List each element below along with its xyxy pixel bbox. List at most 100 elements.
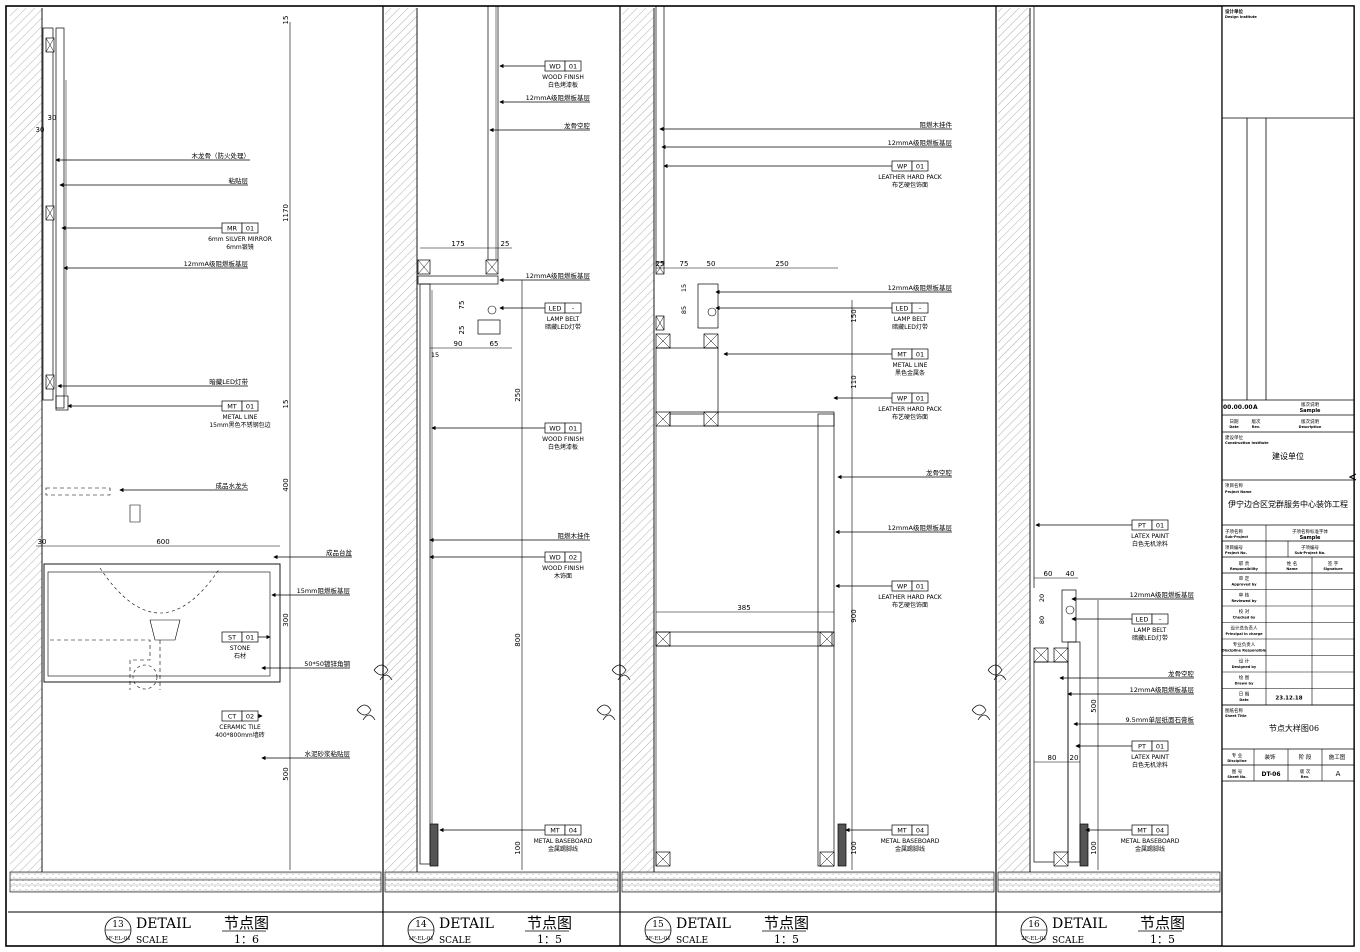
faucet-icon bbox=[45, 487, 111, 496]
callout-code-box bbox=[241, 222, 259, 234]
callout-code: 01 bbox=[246, 634, 254, 642]
callout-description: 暗藏LED灯带 bbox=[545, 323, 581, 331]
callout-code: 01 bbox=[246, 403, 254, 411]
framing-cross bbox=[1033, 647, 1049, 663]
callout: 龙骨空腔 bbox=[837, 468, 953, 480]
callout-tag: MT bbox=[897, 351, 907, 359]
dimension-value: 175 bbox=[451, 240, 464, 248]
sheet-no-label: 图 号 bbox=[1232, 769, 1243, 775]
project-label: 项目名称 bbox=[1225, 482, 1243, 489]
project-no-label-en: Project No. bbox=[1225, 551, 1247, 555]
metal-baseboard bbox=[1079, 823, 1089, 867]
construction-label: 建设单位 bbox=[1225, 434, 1243, 441]
callout-description: WOOD FINISH bbox=[542, 565, 584, 572]
dimension-value: 25 bbox=[458, 326, 466, 335]
callout-code-box bbox=[911, 824, 929, 836]
callout-code: - bbox=[919, 305, 922, 313]
callout-code-box bbox=[564, 302, 582, 314]
callout-description: CERAMIC TILE bbox=[219, 724, 261, 731]
revision-mark: A bbox=[1253, 404, 1258, 411]
gypsum-board bbox=[1067, 641, 1081, 863]
role-label: 审 定 bbox=[1239, 575, 1250, 582]
callout-code: 02 bbox=[246, 713, 254, 721]
dimension-value: 600 bbox=[156, 538, 169, 546]
callout-tag: CT bbox=[228, 713, 237, 721]
callout-description: 暗藏LED灯带 bbox=[1132, 634, 1168, 642]
wall-hatch bbox=[622, 8, 654, 888]
callout-text: 12mmA级阻燃板基层 bbox=[1130, 590, 1195, 599]
detail-reference: 2F-EL-01 bbox=[1021, 936, 1046, 942]
role-label: 设 计 bbox=[1239, 658, 1250, 665]
led-light-icon bbox=[1065, 605, 1075, 615]
callout-description: METAL BASEBOARD bbox=[881, 838, 940, 845]
construction-value: 建设单位 bbox=[1272, 451, 1304, 461]
metal-baseboard bbox=[837, 823, 847, 867]
project-label-en: Project Name bbox=[1225, 490, 1252, 494]
callout-tag: ST bbox=[228, 634, 236, 642]
scale-label: SCALE bbox=[136, 936, 168, 946]
callout-code: - bbox=[572, 305, 575, 313]
dimension-value: 800 bbox=[514, 633, 522, 646]
dimension-value: 80 bbox=[1048, 754, 1057, 762]
callout-text: 龙骨空腔 bbox=[564, 121, 591, 130]
role-label-en: Approved by bbox=[1231, 583, 1257, 587]
framing-cross bbox=[417, 259, 431, 275]
callout-code-box bbox=[1151, 519, 1169, 531]
callout-text: 阻燃木挂件 bbox=[920, 120, 953, 129]
dimension-value: 100 bbox=[514, 841, 522, 854]
callout-tag: LED bbox=[549, 305, 562, 313]
callout: 龙骨空腔 bbox=[1059, 669, 1195, 681]
design-institute-label-en: Design Institute bbox=[1225, 15, 1257, 19]
callout: 12mmA级阻燃板基层 bbox=[499, 271, 590, 283]
framing-cross bbox=[819, 851, 835, 867]
callout-description: METAL LINE bbox=[893, 362, 928, 369]
vanity-inner bbox=[47, 571, 271, 677]
wall-hatch bbox=[10, 8, 42, 888]
name-label-en: Name bbox=[1286, 567, 1298, 571]
break-symbol-icon bbox=[987, 664, 1007, 681]
framing-cross bbox=[655, 851, 671, 867]
callout: 9.5mm单层纸面石膏板 bbox=[1073, 715, 1194, 727]
detail-reference: 1F-EL-01 bbox=[105, 936, 130, 942]
sheet-edge-arrow-icon bbox=[1348, 473, 1357, 481]
signature-label: 签 字 bbox=[1328, 560, 1339, 567]
role-label-en: Checked by bbox=[1233, 616, 1256, 620]
dimension-value: 15 bbox=[431, 351, 439, 359]
callout-code-box bbox=[911, 302, 929, 314]
callout: 12mmA级阻燃板基层 bbox=[63, 259, 248, 271]
callout-code: 01 bbox=[569, 425, 577, 433]
callout: 12mmA级阻燃板基层 bbox=[835, 523, 952, 535]
callout-code-box bbox=[911, 348, 929, 360]
callout-description: LAMP BELT bbox=[1134, 627, 1167, 634]
edition-label-en: Rev. bbox=[1301, 775, 1309, 779]
led-light-icon bbox=[707, 307, 717, 317]
scale-label: SCALE bbox=[676, 936, 708, 946]
detail-number: 16 bbox=[1028, 920, 1040, 930]
callout-text: 成品台盆 bbox=[326, 548, 353, 557]
callout-code-box bbox=[911, 580, 929, 592]
sheet-title-label: 图纸名称 bbox=[1225, 707, 1243, 714]
dimension-value: 65 bbox=[490, 340, 499, 348]
led-soffit bbox=[697, 283, 719, 329]
wall-hatch bbox=[385, 8, 417, 888]
callout-description: 布艺硬包饰面 bbox=[892, 413, 928, 421]
callout-text: 龙骨空腔 bbox=[926, 468, 953, 477]
callout-description: 6mm SILVER MIRROR bbox=[208, 236, 272, 243]
dimension-value: 50 bbox=[707, 260, 716, 268]
callout: 12mmA级阻燃板基层 bbox=[661, 138, 952, 150]
responsibility-label: 职 责 bbox=[1239, 560, 1250, 567]
callout-tag: MT bbox=[897, 827, 907, 835]
callout-tag: PT bbox=[1138, 743, 1146, 751]
dimension-value: 80 bbox=[1038, 616, 1046, 624]
dimension-value: 90 bbox=[454, 340, 463, 348]
project-no-label: 项目编号 bbox=[1225, 544, 1243, 551]
role-label: 设计总负责人 bbox=[1231, 625, 1258, 632]
callout-description: 木饰面 bbox=[554, 572, 572, 580]
